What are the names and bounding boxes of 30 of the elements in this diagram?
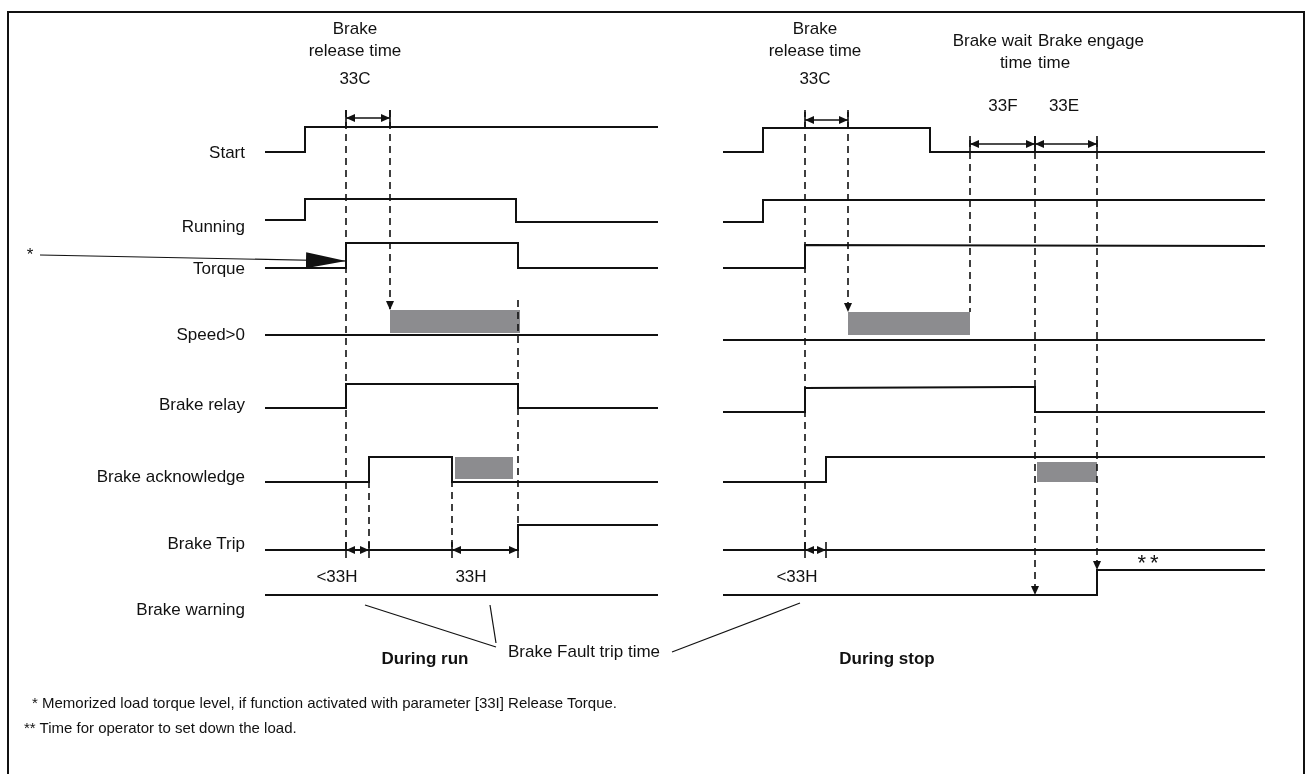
signal-name: Running [180,216,245,238]
signal-name: Torque [192,258,245,280]
time-limit-label: <33H [315,566,359,588]
parameter-code: 33C [798,68,832,90]
signal-name: Brake warning [135,599,245,621]
section-title: During run [380,648,470,670]
callout-text: Brake Fault trip time [507,642,661,661]
section-title: During stop [838,648,936,670]
timing-label: Brake release time [767,18,863,62]
arrow [39,252,347,269]
time-limit-label: 33H [454,566,488,588]
timing-label: Brake wait time [951,30,1032,74]
footnote: ** Time for operator to set down the load. [24,718,298,738]
signal-name: Brake relay [158,394,245,416]
leader-line [364,604,497,648]
parameter-code: 33C [338,68,372,90]
footnote-mark: ** [1136,552,1164,574]
time-limit-label: <33H [775,566,819,588]
parameter-code: 33E [1047,95,1081,117]
signal-name: Speed>0 [175,324,245,346]
signal-name: Brake Trip [166,533,245,555]
footnote: * Memorized load torque level, if function activated with parameter [33I] Release Torque. [32,693,619,713]
parameter-code: 33F [987,95,1019,117]
leader-line [489,604,497,644]
callout-text: * [26,245,34,264]
leader-line [671,602,801,653]
timing-label: Brake engage time [1038,30,1145,74]
signal-name: Start [208,142,245,164]
timing-label: Brake release time [307,18,403,62]
signal-name: Brake acknowledge [95,466,245,488]
